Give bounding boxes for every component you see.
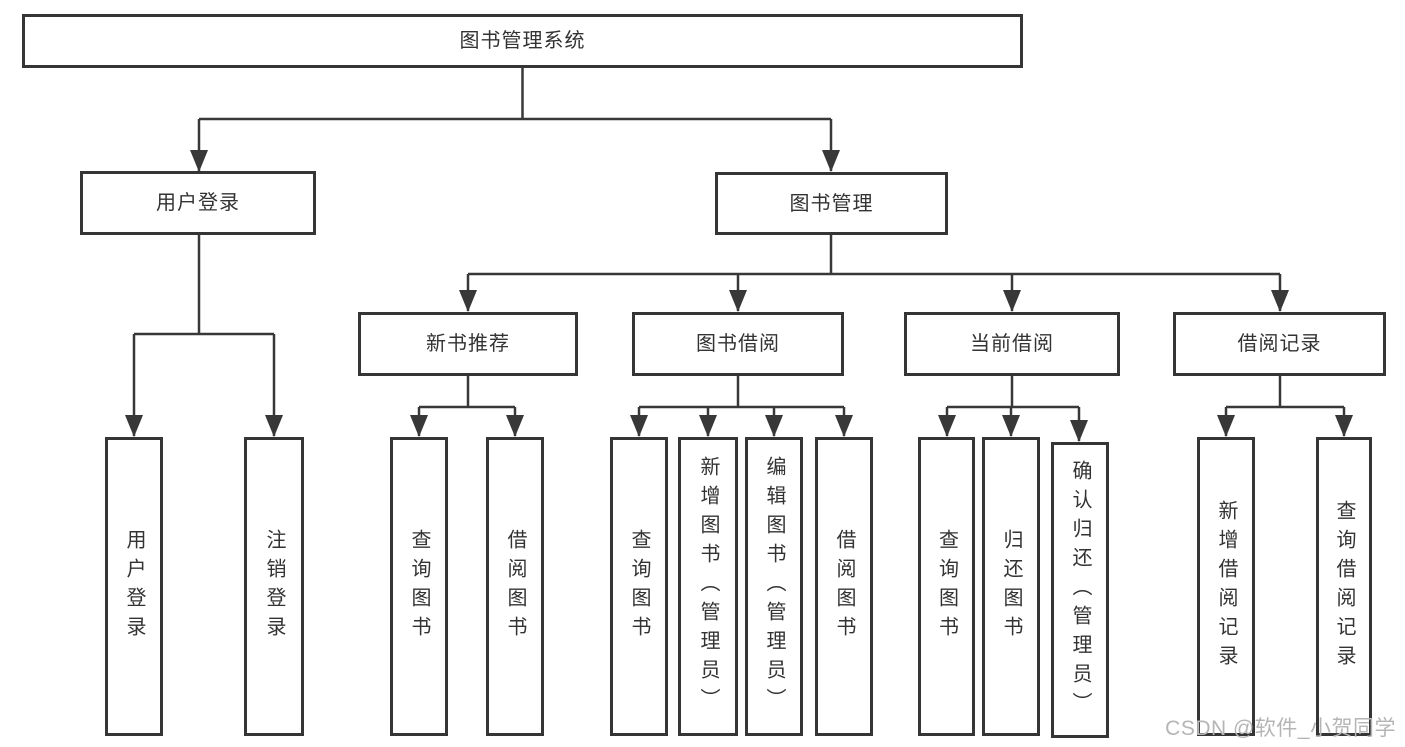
leaf-query-books-current: 查询图书 [918, 437, 975, 736]
node-root-library-system: 图书管理系统 [22, 14, 1023, 68]
connector-current-borrowing-to-leaves [938, 376, 1088, 442]
connector-borrowing-records-to-leaves [1217, 376, 1353, 437]
leaf-edit-books-admin: 编辑图书（管理员） [745, 437, 803, 736]
node-book-borrowing: 图书借阅 [632, 312, 844, 376]
node-book-management: 图书管理 [715, 172, 948, 235]
leaf-confirm-return-admin: 确认归还（管理员） [1051, 442, 1109, 738]
connector-book-management-to-level3 [459, 235, 1289, 312]
connector-user-login-to-leaves [125, 235, 283, 437]
node-user-login: 用户登录 [80, 171, 316, 235]
csdn-watermark: CSDN @软件_小贺同学 [1165, 717, 1396, 740]
leaf-query-books-recommend: 查询图书 [390, 437, 448, 736]
leaf-add-borrow-record: 新增借阅记录 [1197, 437, 1255, 736]
node-current-borrowing: 当前借阅 [904, 312, 1120, 376]
leaf-query-borrow-record: 查询借阅记录 [1316, 437, 1372, 736]
node-borrowing-records: 借阅记录 [1173, 312, 1386, 376]
leaf-logout: 注销登录 [244, 437, 304, 736]
connector-new-book-recommend-to-leaves [410, 376, 524, 437]
connector-root-to-level2 [190, 68, 840, 172]
leaf-user-login: 用户登录 [105, 437, 163, 736]
leaf-return-books: 归还图书 [982, 437, 1040, 736]
leaf-query-books-borrowing: 查询图书 [610, 437, 668, 736]
leaf-add-books-admin: 新增图书（管理员） [678, 437, 738, 736]
leaf-borrow-books-recommend: 借阅图书 [486, 437, 544, 736]
leaf-borrow-books: 借阅图书 [815, 437, 873, 736]
connector-book-borrowing-to-leaves [630, 376, 853, 437]
node-new-book-recommend: 新书推荐 [358, 312, 578, 376]
